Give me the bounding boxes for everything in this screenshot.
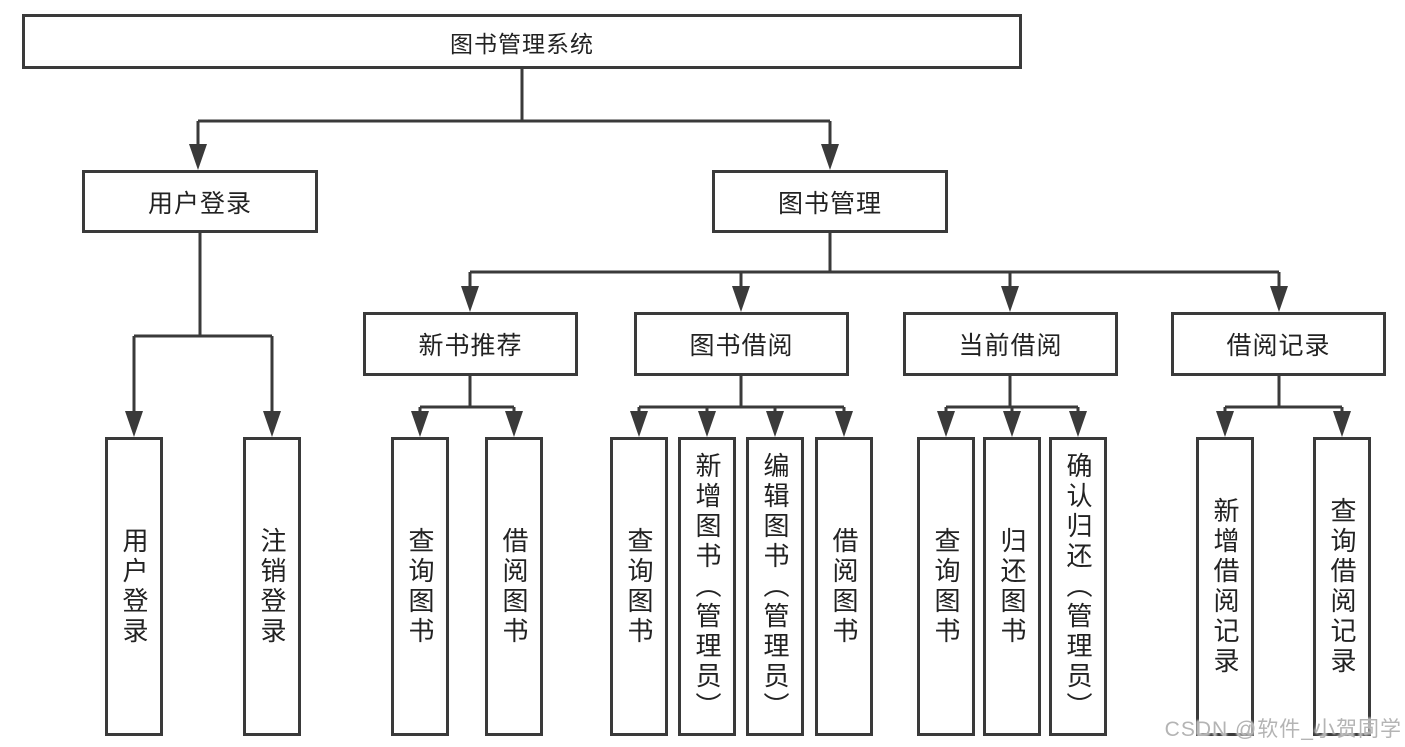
leaf-bb-edit-books-admin: 编辑图书（管理员） xyxy=(746,437,804,736)
leaf-nbr-borrow-books: 借阅图书 xyxy=(485,437,543,736)
leaf-br-add-record: 新增借阅记录 xyxy=(1196,437,1254,736)
arrowheads xyxy=(125,144,1351,437)
node-borrowing-records: 借阅记录 xyxy=(1171,312,1386,376)
leaf-logout: 注销登录 xyxy=(243,437,301,736)
leaf-bb-query-books: 查询图书 xyxy=(610,437,668,736)
leaf-cb-confirm-return-admin: 确认归还（管理员） xyxy=(1049,437,1107,736)
node-current-borrowing: 当前借阅 xyxy=(903,312,1118,376)
node-book-management: 图书管理 xyxy=(712,170,948,233)
csdn-watermark: CSDN @软件_小贺同学 xyxy=(1164,718,1402,741)
leaf-bb-add-books-admin: 新增图书（管理员） xyxy=(678,437,736,736)
leaf-cb-return-books: 归还图书 xyxy=(983,437,1041,736)
node-user-login: 用户登录 xyxy=(82,170,318,233)
node-new-book-recommendation: 新书推荐 xyxy=(363,312,578,376)
leaf-br-query-record: 查询借阅记录 xyxy=(1313,437,1371,736)
leaf-user-login: 用户登录 xyxy=(105,437,163,736)
leaf-nbr-query-books: 查询图书 xyxy=(391,437,449,736)
node-library-management-system: 图书管理系统 xyxy=(22,14,1022,69)
node-book-borrowing: 图书借阅 xyxy=(634,312,849,376)
leaf-cb-query-books: 查询图书 xyxy=(917,437,975,736)
leaf-bb-borrow-books: 借阅图书 xyxy=(815,437,873,736)
